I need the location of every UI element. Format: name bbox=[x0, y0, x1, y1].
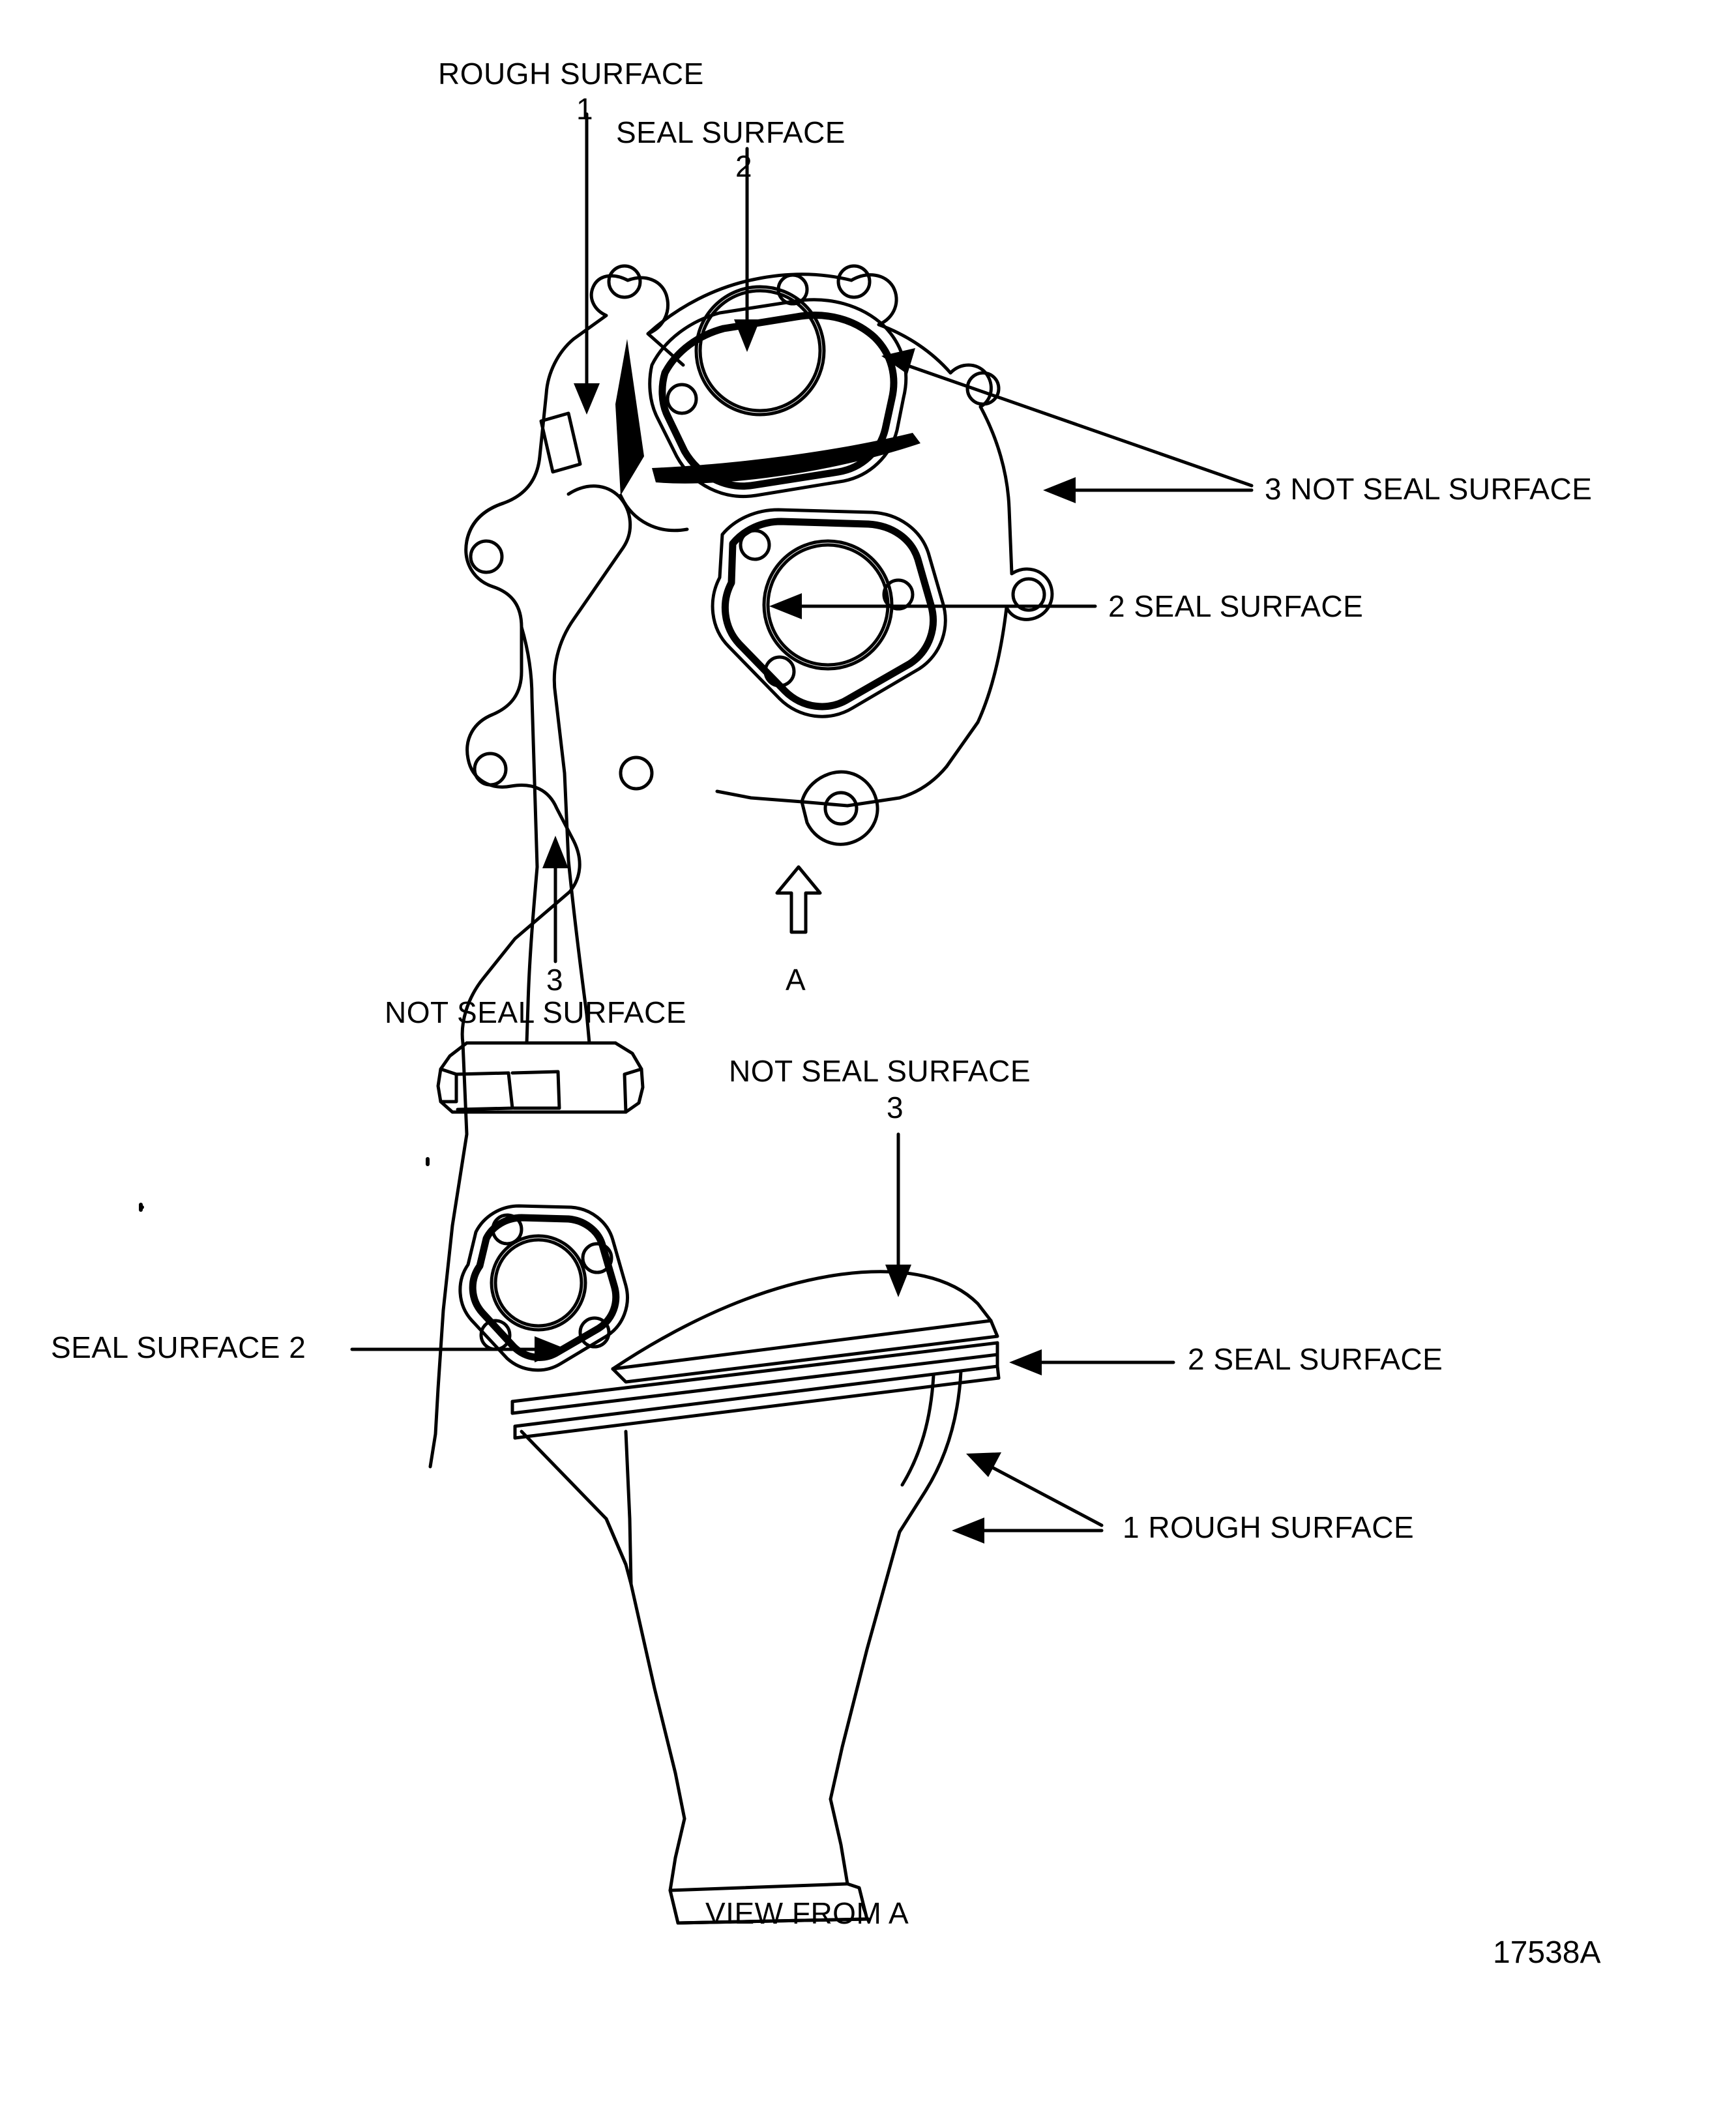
label-rough-surface-right-bottom-view: 1 ROUGH SURFACE bbox=[1123, 1510, 1415, 1544]
callout-number-3-bottom-view: 3 bbox=[887, 1091, 904, 1124]
figure-code: 17538A bbox=[1493, 1935, 1601, 1970]
label-seal-surface-right: 2 SEAL SURFACE bbox=[1108, 589, 1364, 623]
label-not-seal-surface-bottom-view: NOT SEAL SURFACE bbox=[729, 1054, 1031, 1088]
callout-number-1-top: 1 bbox=[576, 92, 593, 126]
label-rough-surface-top: ROUGH SURFACE bbox=[438, 57, 704, 91]
callout-number-2-top: 2 bbox=[735, 149, 752, 183]
label-not-seal-surface-right: 3 NOT SEAL SURFACE bbox=[1265, 472, 1593, 506]
view-arrow-letter-a: A bbox=[786, 963, 806, 997]
label-seal-surface-top: SEAL SURFACE bbox=[616, 115, 846, 149]
callout-number-3-bottom: 3 bbox=[546, 963, 563, 997]
label-seal-surface-right-bottom-view: 2 SEAL SURFACE bbox=[1188, 1342, 1443, 1376]
view-caption: VIEW FROM A bbox=[705, 1896, 909, 1930]
label-seal-surface-left-bottom-view: SEAL SURFACE 2 bbox=[51, 1330, 306, 1364]
label-not-seal-surface-bottom: NOT SEAL SURFACE bbox=[385, 995, 687, 1029]
